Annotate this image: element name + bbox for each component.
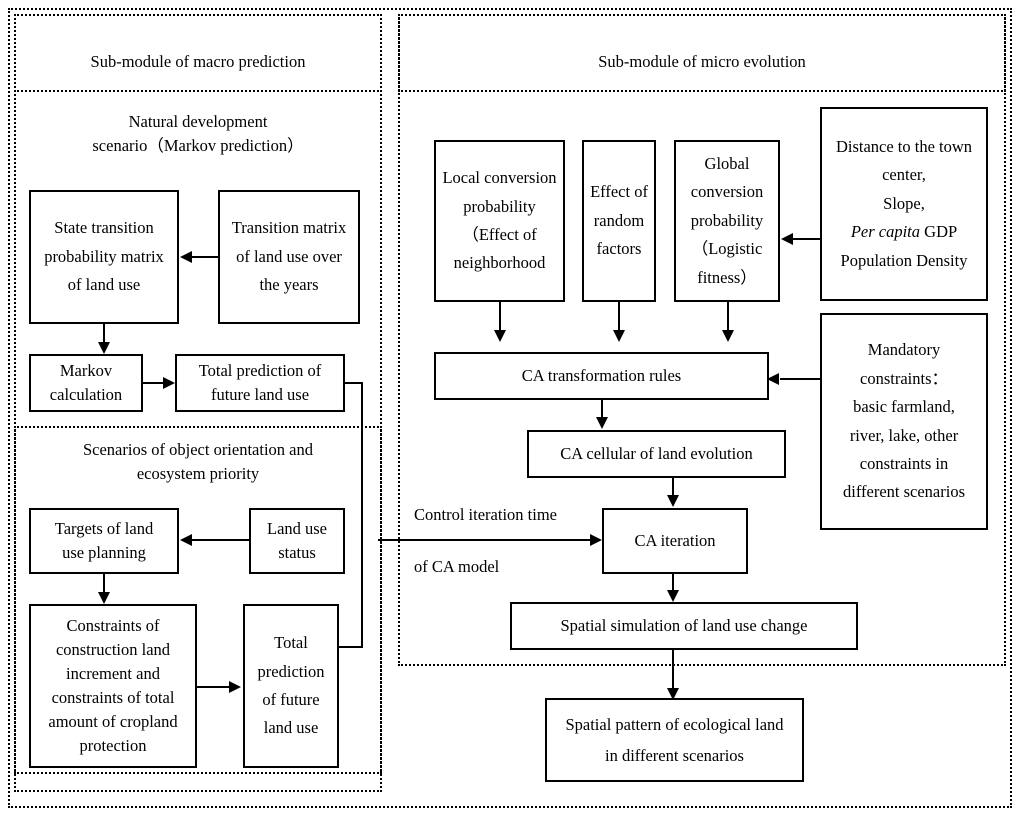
arrowhead-down: [595, 417, 608, 429]
arrowhead-down: [612, 330, 625, 342]
box-constraints-of-construction-land[interactable]: Constraints of construction land increme…: [29, 604, 197, 768]
connector-cellular-to-iteration: [672, 478, 674, 498]
box-label: CA iteration: [634, 530, 716, 550]
box-transition-matrix-of-land-use[interactable]: Transition matrix of land use over the y…: [218, 190, 360, 324]
outer-frame: [8, 8, 1012, 808]
box-spatial-simulation-of-land-use-change[interactable]: Spatial simulation of land use change: [510, 602, 858, 650]
connector-simulation-to-pattern: [672, 650, 674, 692]
arrowhead-left: [781, 232, 793, 245]
connector-random-to-rules: [618, 302, 620, 333]
connector-constraints-to-rules: [780, 378, 820, 380]
box-ca-transformation-rules[interactable]: CA transformation rules: [434, 352, 769, 400]
box-spatial-pattern-of-ecological-land[interactable]: Spatial pattern of ecological land in di…: [545, 698, 804, 782]
connector-total-into-bottom: [327, 646, 363, 648]
box-label: Total prediction of future land use: [257, 633, 325, 738]
connector-targets-to-constraints: [103, 574, 105, 595]
arrowhead-down: [721, 330, 734, 342]
connector-status-to-targets: [192, 539, 249, 541]
connector-iteration-to-simulation: [672, 574, 674, 592]
control-iteration-label-line2: of CA model: [414, 557, 500, 576]
box-label: Total prediction of future land use: [198, 361, 322, 404]
scenarios-heading: Scenarios of object orientation and ecos…: [82, 440, 313, 483]
box-label: CA transformation rules: [521, 365, 682, 385]
box-effect-of-random-factors[interactable]: Effect of random factors: [582, 140, 656, 302]
arrowhead-left: [767, 372, 779, 385]
natural-scenario-heading: Natural development scenario（Markov pred…: [92, 112, 304, 155]
box-local-conversion-probability[interactable]: Local conversion probability （Effect of …: [434, 140, 565, 302]
box-label: Spatial pattern of ecological land in di…: [565, 714, 784, 765]
box-total-prediction-of-future-land-use-bottom[interactable]: Total prediction of future land use: [243, 604, 339, 768]
arrowhead-down: [97, 342, 110, 354]
arrowhead-down: [666, 590, 679, 602]
arrowhead-right: [163, 376, 175, 389]
box-label: Land use status: [266, 519, 328, 562]
box-label: Markov calculation: [49, 361, 123, 404]
connector-global-to-rules: [727, 302, 729, 333]
arrowhead-right: [590, 533, 602, 546]
connector-factors-to-global: [792, 238, 820, 240]
connector-constraints-to-total: [197, 686, 231, 688]
box-label: Targets of land use planning: [54, 519, 154, 562]
driving-factor-line-per-capita-gdp: Per capita GDP: [826, 218, 982, 246]
connector-local-to-rules: [499, 302, 501, 333]
box-label: State transition probability matrix of l…: [44, 218, 164, 295]
box-label: CA cellular of land evolution: [560, 443, 753, 463]
box-driving-factors[interactable]: Distance to the town center, Slope, Per …: [820, 107, 988, 301]
connector-transition-to-state: [192, 256, 218, 258]
box-label: Local conversion probability （Effect of …: [442, 168, 557, 273]
arrowhead-right: [229, 680, 241, 693]
box-land-use-status[interactable]: Land use status: [249, 508, 345, 574]
arrowhead-down: [666, 688, 679, 700]
driving-factor-line: Population Density: [840, 250, 968, 270]
micro-module-title: Sub-module of micro evolution: [598, 52, 806, 71]
box-label: Mandatory constraints： basic farmland, r…: [842, 340, 966, 502]
macro-module-title: Sub-module of macro prediction: [90, 52, 306, 71]
box-label: Global conversion probability （Logistic …: [690, 154, 764, 287]
box-ca-iteration[interactable]: CA iteration: [602, 508, 748, 574]
box-label: Transition matrix of land use over the y…: [231, 218, 347, 295]
connector-rules-to-cellular: [601, 400, 603, 420]
arrowhead-down: [493, 330, 506, 342]
arrowhead-left: [180, 533, 192, 546]
arrowhead-down: [666, 495, 679, 507]
driving-factor-line: Distance to the town: [835, 137, 973, 157]
driving-factor-line: center,: [882, 165, 926, 185]
connector-total-top-down: [361, 382, 363, 648]
gdp-text: GDP: [920, 222, 958, 242]
driving-factor-line: Slope,: [883, 193, 925, 213]
control-iteration-label-line1: Control iteration time: [414, 505, 557, 524]
arrowhead-down: [97, 592, 110, 604]
driving-factors-lines: Distance to the town center, Slope, Per …: [826, 133, 982, 275]
micro-title-panel: [398, 14, 1006, 92]
box-targets-of-land-use-planning[interactable]: Targets of land use planning: [29, 508, 179, 574]
box-ca-cellular-of-land-evolution[interactable]: CA cellular of land evolution: [527, 430, 786, 478]
connector-macro-to-ca-iteration: [378, 539, 592, 541]
arrowhead-left: [180, 250, 192, 263]
box-label: Spatial simulation of land use change: [560, 615, 808, 635]
per-capita-italic: Per capita: [850, 222, 921, 242]
box-markov-calculation[interactable]: Markov calculation: [29, 354, 143, 412]
box-mandatory-constraints[interactable]: Mandatory constraints： basic farmland, r…: [820, 313, 988, 530]
connector-total-top-out: [345, 382, 363, 384]
box-label: Effect of random factors: [590, 182, 648, 259]
box-label: Constraints of construction land increme…: [48, 616, 178, 755]
scenarios-panel: [14, 426, 382, 774]
box-state-transition-probability-matrix[interactable]: State transition probability matrix of l…: [29, 190, 179, 324]
connector-state-to-markov: [103, 324, 105, 345]
box-global-conversion-probability[interactable]: Global conversion probability （Logistic …: [674, 140, 780, 302]
box-total-prediction-of-future-land-use-top[interactable]: Total prediction of future land use: [175, 354, 345, 412]
connector-markov-to-total: [143, 382, 165, 384]
